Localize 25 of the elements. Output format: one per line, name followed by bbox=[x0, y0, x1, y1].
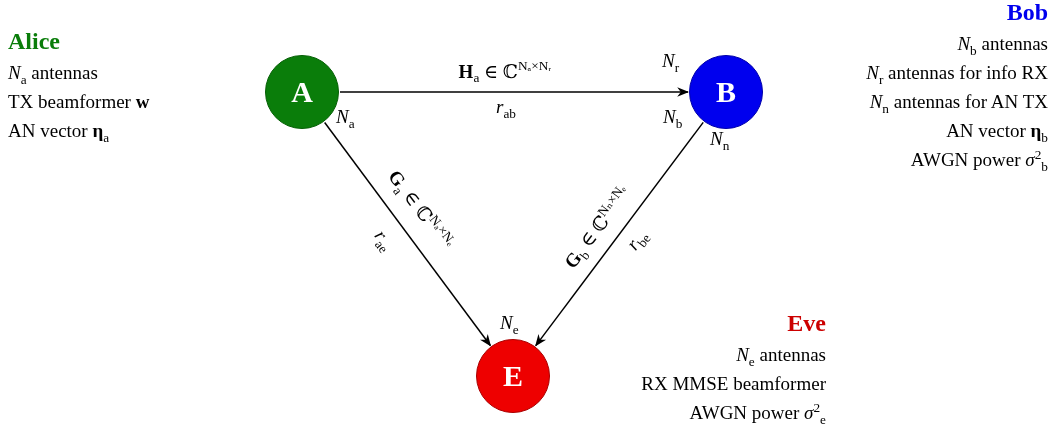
annotation-text: N$_{r}$ bbox=[662, 50, 680, 73]
annotation-text: N$_{e}$ bbox=[500, 312, 519, 335]
annotation-text: N$_{a}$ antennas bbox=[8, 62, 98, 85]
annotation-text: N$_{b}$ antennas bbox=[957, 33, 1048, 56]
arrow bbox=[323, 121, 492, 347]
node-letter: B bbox=[716, 75, 736, 109]
party-heading: Bob bbox=[1006, 0, 1048, 27]
node-letter: A bbox=[291, 75, 313, 109]
annotation-text: TX beamformer w bbox=[8, 91, 150, 114]
annotation-text: r$_{ab}$ bbox=[496, 96, 516, 119]
annotation-text: N$_{n}$ bbox=[710, 128, 730, 151]
arrow bbox=[535, 121, 704, 347]
party-heading: Eve bbox=[787, 309, 826, 338]
edge-label: H$_{a}$ ∈ ℂ$^{Nₐ×Nᵣ}$ bbox=[458, 60, 552, 84]
node-letter: E bbox=[503, 359, 523, 393]
annotation-text: N$_{e}$ antennas bbox=[736, 344, 826, 367]
annotation-text: AN vector η$_{b}$ bbox=[946, 120, 1048, 143]
arrow bbox=[339, 87, 690, 97]
annotation-text: N$_{n}$ antennas for AN TX bbox=[869, 91, 1048, 114]
annotation-text: N$_{a}$ bbox=[336, 106, 355, 129]
party-heading: Alice bbox=[8, 27, 60, 56]
annotation-text: RX MMSE beamformer bbox=[641, 373, 826, 396]
annotation-text: N$_{r}$ antennas for info RX bbox=[866, 62, 1048, 85]
annotation-text: AN vector η$_{a}$ bbox=[8, 120, 110, 143]
annotation-text: N$_{b}$ bbox=[663, 106, 683, 129]
